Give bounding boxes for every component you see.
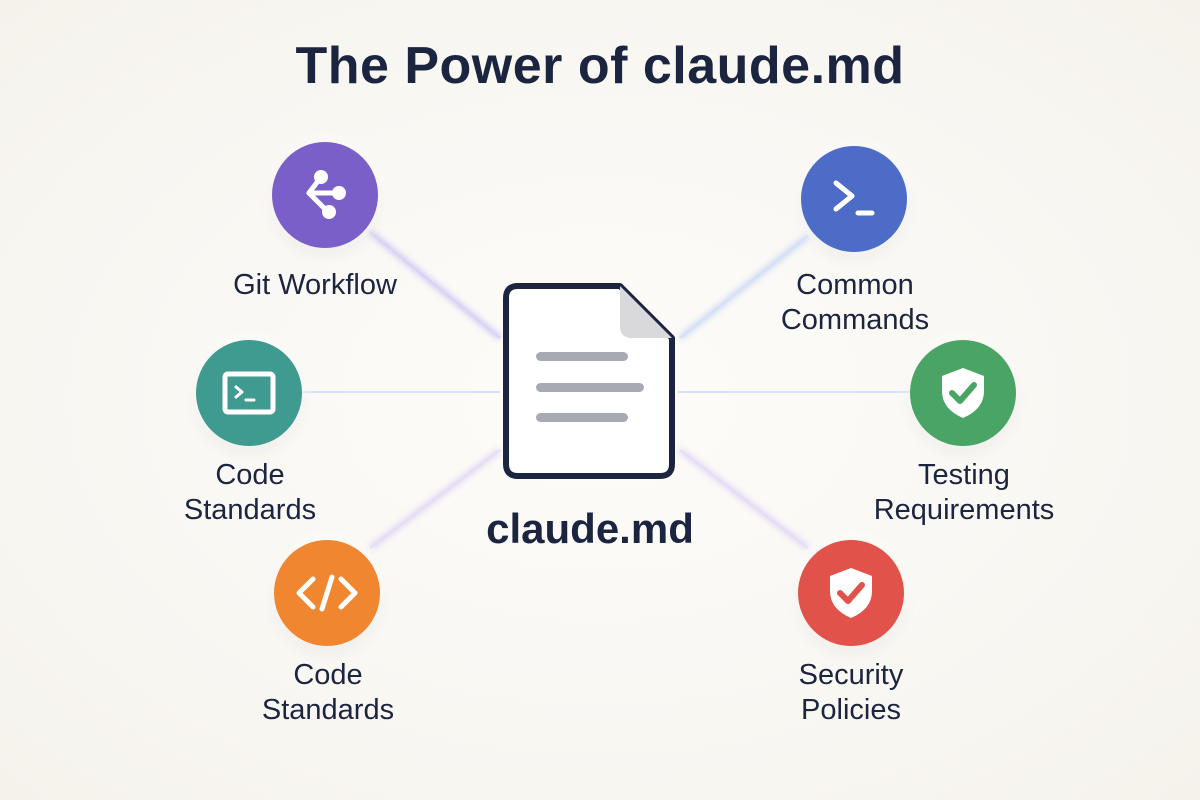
git-workflow-label: Git Workflow: [233, 269, 397, 301]
connector-git-workflow: [368, 229, 502, 341]
security-policies-label: Security Policies: [798, 659, 904, 726]
code-standards-code-node: [274, 540, 380, 646]
code-standards-terminal-label: Code Standards: [183, 459, 317, 526]
connector-code-standards-code: [368, 447, 502, 551]
common-commands-node: [801, 146, 907, 252]
center-label: claude.md: [486, 505, 694, 552]
git-workflow-node: [272, 142, 378, 248]
common-commands-label: Common Commands: [780, 269, 930, 336]
connector-security-policies: [678, 447, 810, 551]
terminal-window-icon: [222, 371, 276, 415]
shield-check-icon: [830, 568, 872, 618]
document-icon: [503, 283, 675, 479]
security-policies-node: [798, 540, 904, 646]
testing-requirements-node: [910, 340, 1016, 446]
diagram-title: The Power of claude.md: [295, 37, 905, 95]
shield-check-icon: [942, 368, 984, 418]
code-standards-terminal-node: [196, 340, 302, 446]
code-standards-code-label: Code Standards: [261, 659, 395, 726]
terminal-prompt-icon: [833, 180, 875, 216]
code-brackets-icon: [296, 574, 358, 612]
testing-requirements-label: Testing Requirements: [873, 459, 1055, 526]
connector-common-commands: [678, 233, 810, 341]
git-branch-icon: [306, 170, 346, 219]
